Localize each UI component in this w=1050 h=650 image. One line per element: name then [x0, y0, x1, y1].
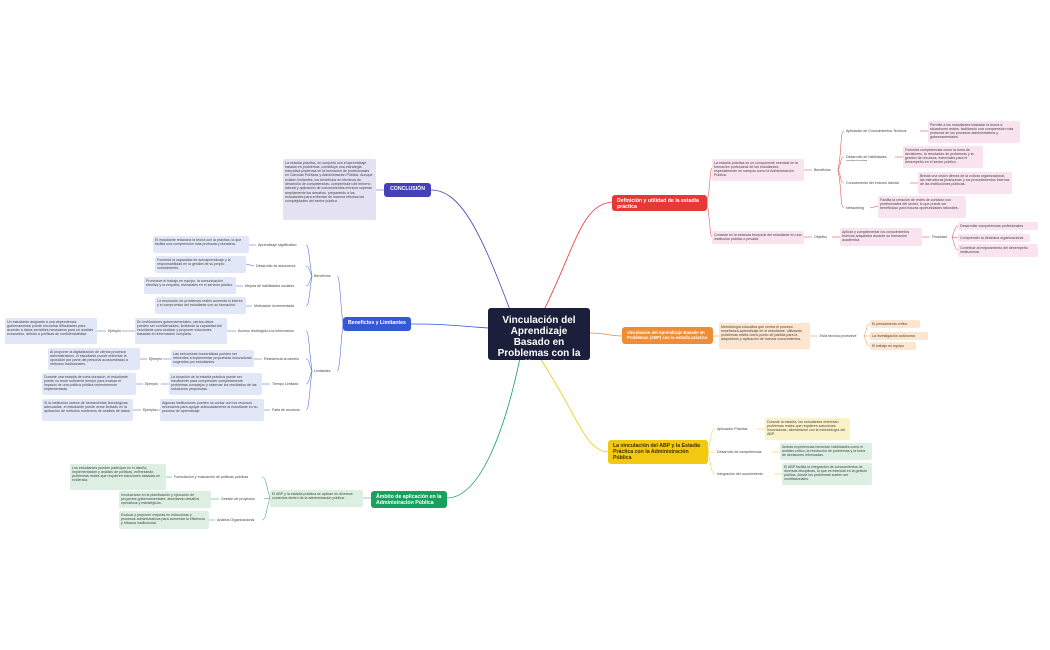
bl-l4-ejemplo-label: Ejemplo — [143, 407, 156, 412]
definicion-objetivo-desc: Aplicar y complementar los conocimientos… — [840, 228, 922, 246]
definicion-b1-label: Aplicación de Conocimientos Teóricos — [846, 128, 907, 133]
definicion-desc2: Consiste en la estancia temporal del est… — [712, 231, 804, 244]
bl-bn3-label: Mejora de habilidades sociales — [245, 283, 295, 288]
estadia-i2-label: Desarrollo de competencias — [717, 449, 762, 454]
bl-limitantes-label: Limitantes — [314, 368, 331, 373]
bl-l4-ejemplo: Si la institución carece de herramientas… — [42, 399, 133, 421]
bl-l2-label: Resistencia al cambio — [264, 356, 299, 361]
vinculacion-desc: Metodología educativa que centra el proc… — [719, 323, 810, 349]
ambito-a1-desc: Los estudiantes pueden participar en el … — [70, 464, 166, 490]
estadia-i1-desc: Durante la estadía, los estudiantes enfr… — [765, 418, 850, 440]
bl-l1-label: Acceso restringido a la información — [238, 328, 294, 333]
estadia-i1-label: Aplicación Práctica — [717, 426, 748, 431]
bl-bn4-desc: La resolución de problemas reales aument… — [155, 297, 246, 314]
bl-l3-ejemplo-label: Ejemplo — [145, 381, 158, 386]
bl-bn2-label: Desarrollo de autonomía — [256, 263, 296, 268]
estadia-i2-desc: Ambas experiencias fomentan habilidades … — [780, 443, 872, 460]
central-topic[interactable]: Vinculación del Aprendizaje Basado en Pr… — [488, 308, 590, 360]
branch-ambito[interactable]: Ámbito de aplicación en la Administració… — [371, 491, 447, 508]
estadia-i3-desc: El ABP facilita la integración de conoci… — [782, 463, 872, 485]
ambito-a2-label: Gestión de proyectos — [221, 496, 255, 501]
bl-bn2-desc: Fomenta la capacidad de autoaprendizaje … — [155, 256, 246, 273]
definicion-f2: Comprender la dinámica organizacional — [958, 234, 1030, 242]
definicion-f1: Desarrollar competencias profesionales — [958, 222, 1038, 230]
definicion-beneficios-label: Beneficios — [814, 167, 831, 172]
bl-bn1-desc: El estudiante relaciona la teoría con la… — [153, 236, 249, 253]
bl-l4-label: Falta de recursos — [272, 407, 300, 412]
bl-l1-desc: En instituciones gubernamentales, cierto… — [135, 318, 227, 344]
vinculacion-t1: El pensamiento crítico — [870, 320, 920, 328]
bl-l2-ejemplo: Al proponer la digitalización de ciertos… — [48, 348, 140, 370]
definicion-b3-label: Conocimiento del entorno laboral — [846, 180, 899, 185]
bl-l1-ejemplo-label: Ejemplo — [108, 328, 121, 333]
bl-l3-label: Tiempo Limitado — [272, 381, 299, 386]
vinculacion-t2: La investigación autónoma — [870, 332, 928, 340]
definicion-b2-desc: Fomenta competencias como la toma de dec… — [903, 146, 983, 168]
branch-conclusion[interactable]: CONCLUSIÓN — [384, 183, 431, 197]
ambito-a3-desc: Evaluar y proponer mejoras en estructura… — [119, 511, 209, 529]
bl-l2-desc: Las estructuras burocráticas pueden ser … — [171, 350, 254, 367]
ambito-a3-label: Análisis Organizacional — [217, 517, 255, 522]
definicion-b2-label: Desarrollo de habilidades profesionales — [846, 154, 887, 162]
bl-l1-ejemplo: Un estudiante asignado a una dependencia… — [5, 318, 97, 344]
definicion-objetivo-label: Objetivo — [814, 234, 828, 239]
bl-l3-ejemplo: Durante una estadía de corta duración, e… — [42, 373, 136, 395]
ambito-a2-desc: Involucrarse en la planificación y ejecu… — [119, 491, 211, 508]
bl-l3-desc: La duración de la estadía práctica puede… — [169, 373, 262, 395]
bl-beneficios-label: Beneficios — [314, 273, 331, 278]
branch-estadia[interactable]: La vinculación del ABP y la Estadía Prác… — [608, 440, 708, 464]
bl-bn4-label: Motivación incrementada — [254, 303, 294, 308]
vinculacion-t3: El trabajo en equipo — [870, 342, 916, 350]
vinculacion-tecnica-label: Esta técnica promueve — [820, 333, 857, 338]
branch-definicion[interactable]: Definición y utilidad de la estadía prác… — [612, 195, 707, 211]
definicion-f3: Contribuir al mejoramiento del desempeño… — [958, 244, 1038, 257]
definicion-b4-label: Networking — [846, 205, 864, 210]
bl-bn3-desc: Promueve el trabajo en equipo, la comuni… — [144, 277, 236, 294]
definicion-desc1: La estadía práctica es un componente ese… — [712, 159, 804, 181]
bl-bn1-label: Aprendizaje significativo — [258, 242, 297, 247]
definicion-b3-desc: Brinda una visión directa de la cultura … — [918, 172, 1012, 194]
estadia-i3-label: Integración del conocimiento — [717, 471, 763, 476]
conclusion-desc: La estadía práctica, en conjunto con el … — [283, 159, 376, 220]
bl-l4-desc: Algunas instituciones pueden no contar c… — [160, 399, 264, 421]
bl-l2-ejemplo-label: Ejemplo — [149, 356, 162, 361]
ambito-a1-label: Formulación y evaluación de políticas pú… — [174, 474, 249, 479]
ambito-desc: El ABP y la estadía práctica se aplican … — [270, 490, 363, 507]
definicion-b4-desc: Facilita la creación de redes de contact… — [878, 196, 966, 218]
definicion-finalidad-label: Finalidad — [932, 234, 947, 239]
branch-vinculacion[interactable]: Vinculación del Aprendizaje Basado en Pr… — [622, 327, 713, 344]
definicion-b1-desc: Permite a los estudiantes trasladar la t… — [928, 121, 1020, 143]
branch-beneficios-limitantes[interactable]: Beneficios y Limitantes — [343, 317, 411, 331]
